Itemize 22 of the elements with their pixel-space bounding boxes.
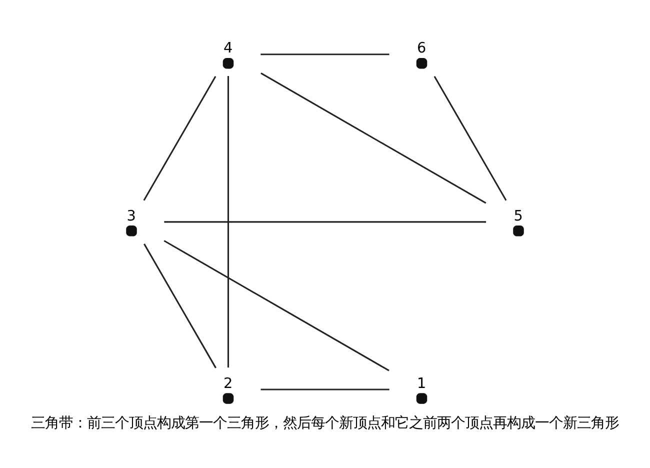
connector [434,75,507,200]
connector [260,388,390,390]
connector [260,72,486,204]
node-circle [126,225,137,236]
node-circle [416,392,428,404]
node-label: 5 [514,208,523,224]
connector [143,75,216,200]
node-label: 4 [223,40,233,56]
node-label: 2 [223,375,233,392]
connector [227,75,230,368]
node-label: 1 [416,375,426,392]
node-circle [513,225,524,236]
node-circle [222,392,234,404]
connector [164,240,390,371]
node-circle [416,57,428,68]
node-label: 3 [126,208,136,224]
node-circle [222,57,234,68]
caption: 三角带：前三个顶点构成第一个三角形，然后每个新顶点和它之前两个顶点再构成一个新三角形 [31,414,619,431]
node-label: 6 [416,40,426,56]
connector [260,53,390,55]
connector [164,220,486,222]
connector [144,243,216,368]
